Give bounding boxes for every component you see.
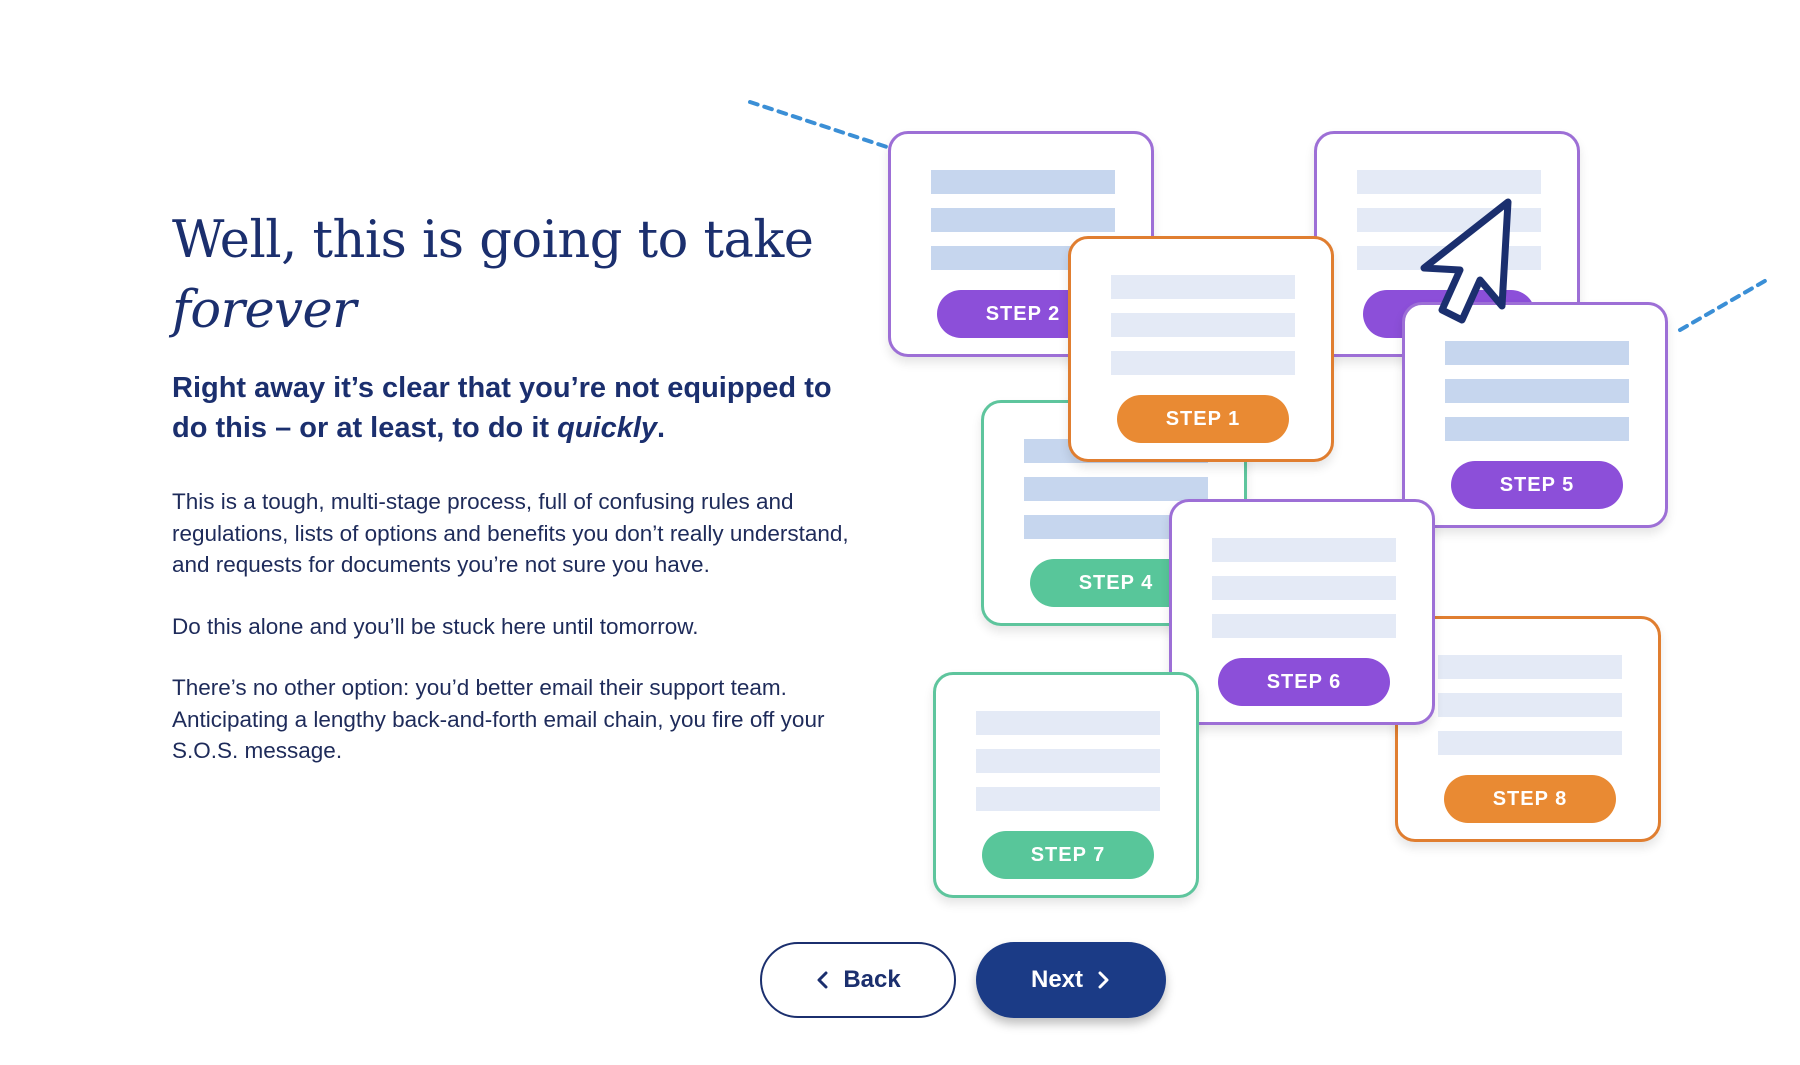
step-1-pill: STEP 1 [1117,395,1289,443]
step-card-1: STEP 1 [1068,236,1334,462]
next-button-label: Next [1030,966,1084,993]
subheading-text: Right away it’s clear that you’re not eq… [172,372,832,444]
step-8-pill: STEP 8 [1444,775,1616,823]
body-paragraph-1: This is a tough, multi-stage process, fu… [172,489,849,577]
step-5-pill: STEP 5 [1451,461,1623,509]
next-button[interactable]: Next [976,942,1166,1018]
chevron-left-icon [817,971,828,989]
step-card-2: STEP 2 [888,131,1154,357]
title-line-1: Well, this is going to take [172,211,814,270]
step-card-6: STEP 6 [1169,499,1435,725]
page-title: Well, this is going to take forever [172,206,852,346]
step-card-5: STEP 5 [1402,302,1668,528]
cursor-arrow-icon [1420,198,1512,324]
chevron-right-icon [1098,971,1109,989]
step-card-8: STEP 8 [1395,616,1661,842]
body-paragraph-2: Do this alone and you’ll be stuck here u… [172,613,699,639]
step-card-3: STEP 3 [1314,131,1580,357]
subheading-emphasis: quickly [557,412,658,444]
step-card-4: STEP 4 [981,400,1247,626]
subheading: Right away it’s clear that you’re not eq… [172,368,852,448]
back-button-label: Back [843,966,901,993]
step-3-pill: STEP 3 [1363,290,1535,338]
step-card-7: STEP 7 [933,672,1199,898]
step-6-pill: STEP 6 [1218,658,1390,706]
back-button[interactable]: Back [760,942,956,1018]
subheading-end: . [657,412,666,444]
step-7-pill: STEP 7 [982,831,1154,879]
step-2-pill: STEP 2 [937,290,1109,338]
step-4-pill: STEP 4 [1030,559,1202,607]
title-emphasis: forever [172,281,357,340]
body-paragraph-3: There’s no other option: you’d better em… [172,675,825,763]
text-column: Well, this is going to take forever Righ… [172,206,852,797]
